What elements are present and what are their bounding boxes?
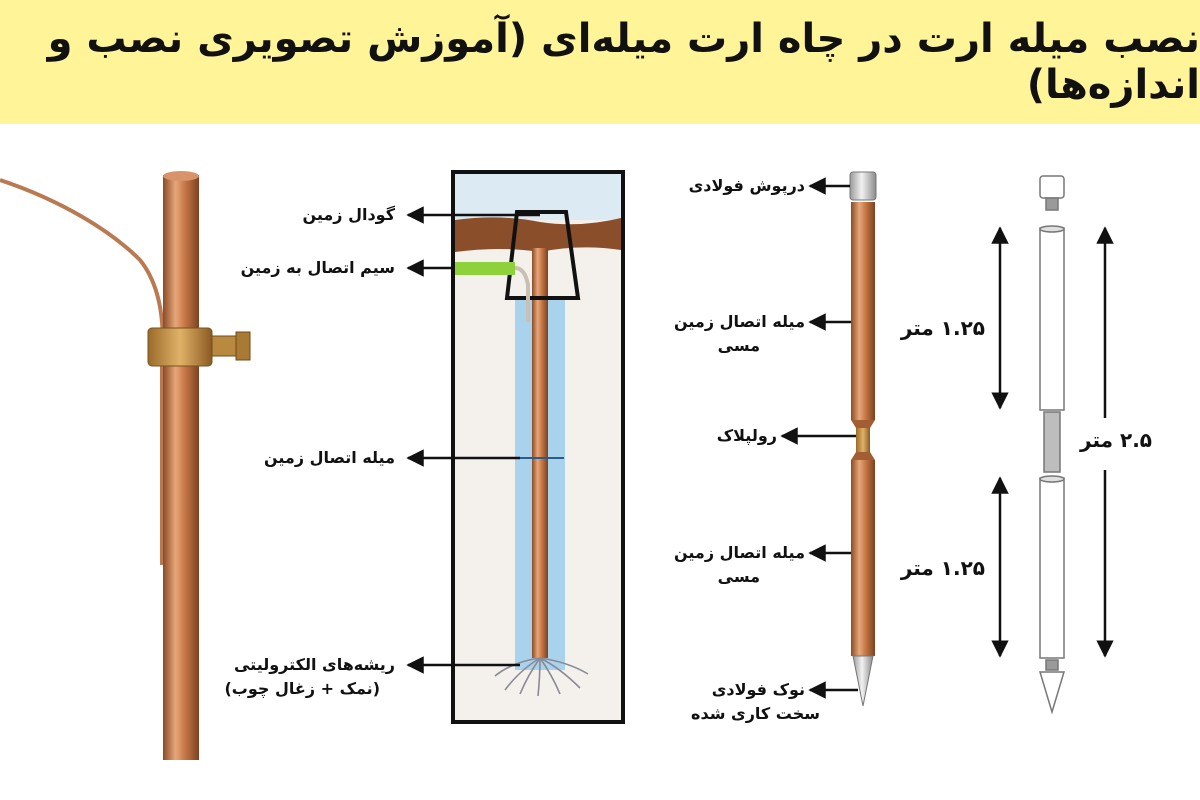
earth-wire [0, 178, 165, 565]
steel-cap [849, 171, 877, 201]
exploded-cap [1039, 175, 1065, 199]
ground-wire [455, 262, 515, 275]
coupler [856, 428, 870, 452]
total-dimension-label: ۲.۵ متر [1080, 428, 1152, 452]
upper-rod-label-line2: مسی [717, 336, 760, 355]
rod-label: میله اتصال زمین [263, 448, 395, 467]
upper-rod-taper [851, 420, 875, 428]
lower-rod-taper [851, 452, 875, 460]
exploded-tip [1038, 671, 1066, 715]
roots-label-line1: ریشه‌های الکترولیتی [233, 655, 395, 674]
upper-dimension-label: ۱.۲۵ متر [900, 316, 985, 340]
lower-rod-label-line1: میله اتصال زمین [673, 543, 805, 562]
exploded-coupler [1043, 411, 1061, 473]
rod-top [163, 171, 199, 181]
title-banner [0, 0, 1200, 124]
pit-label: گودال زمین [302, 205, 395, 224]
coupling-label: رولپلاک [716, 426, 777, 445]
tip-label-line2: سخت کاری شده [691, 704, 820, 723]
soil-layer [455, 217, 621, 252]
upper-copper-rod [851, 202, 875, 420]
rod-clamp-photo [0, 171, 251, 760]
rod-clamp [147, 327, 213, 367]
earth-well-section [451, 170, 625, 724]
lower-rod-label-line2: مسی [717, 567, 760, 586]
tip-label-line1: نوک فولادی [711, 680, 805, 699]
roots-label-line2: (نمک + زغال چوب) [224, 679, 380, 698]
exploded-lower-section [1039, 477, 1065, 659]
page-title: نصب میله ارت در چاه ارت میله‌ای (آموزش ت… [47, 16, 1200, 108]
well-rod [532, 248, 548, 658]
exploded-upper-section [1039, 227, 1065, 411]
assembled-rod [849, 171, 877, 707]
clamp-bolt [211, 335, 239, 357]
exploded-rod [1038, 175, 1066, 715]
lower-dimension-label: ۱.۲۵ متر [900, 556, 985, 580]
steel-tip [852, 655, 874, 707]
ground-wire-bend [514, 266, 530, 322]
wire-label: سیم اتصال به زمین [240, 258, 395, 277]
copper-rod [163, 175, 199, 760]
cap-label: درپوش فولادی [688, 176, 805, 195]
clamp-nut [235, 331, 251, 361]
electrolytic-roots [494, 657, 589, 697]
upper-rod-label-line1: میله اتصال زمین [673, 312, 805, 331]
lower-copper-rod [851, 460, 875, 656]
